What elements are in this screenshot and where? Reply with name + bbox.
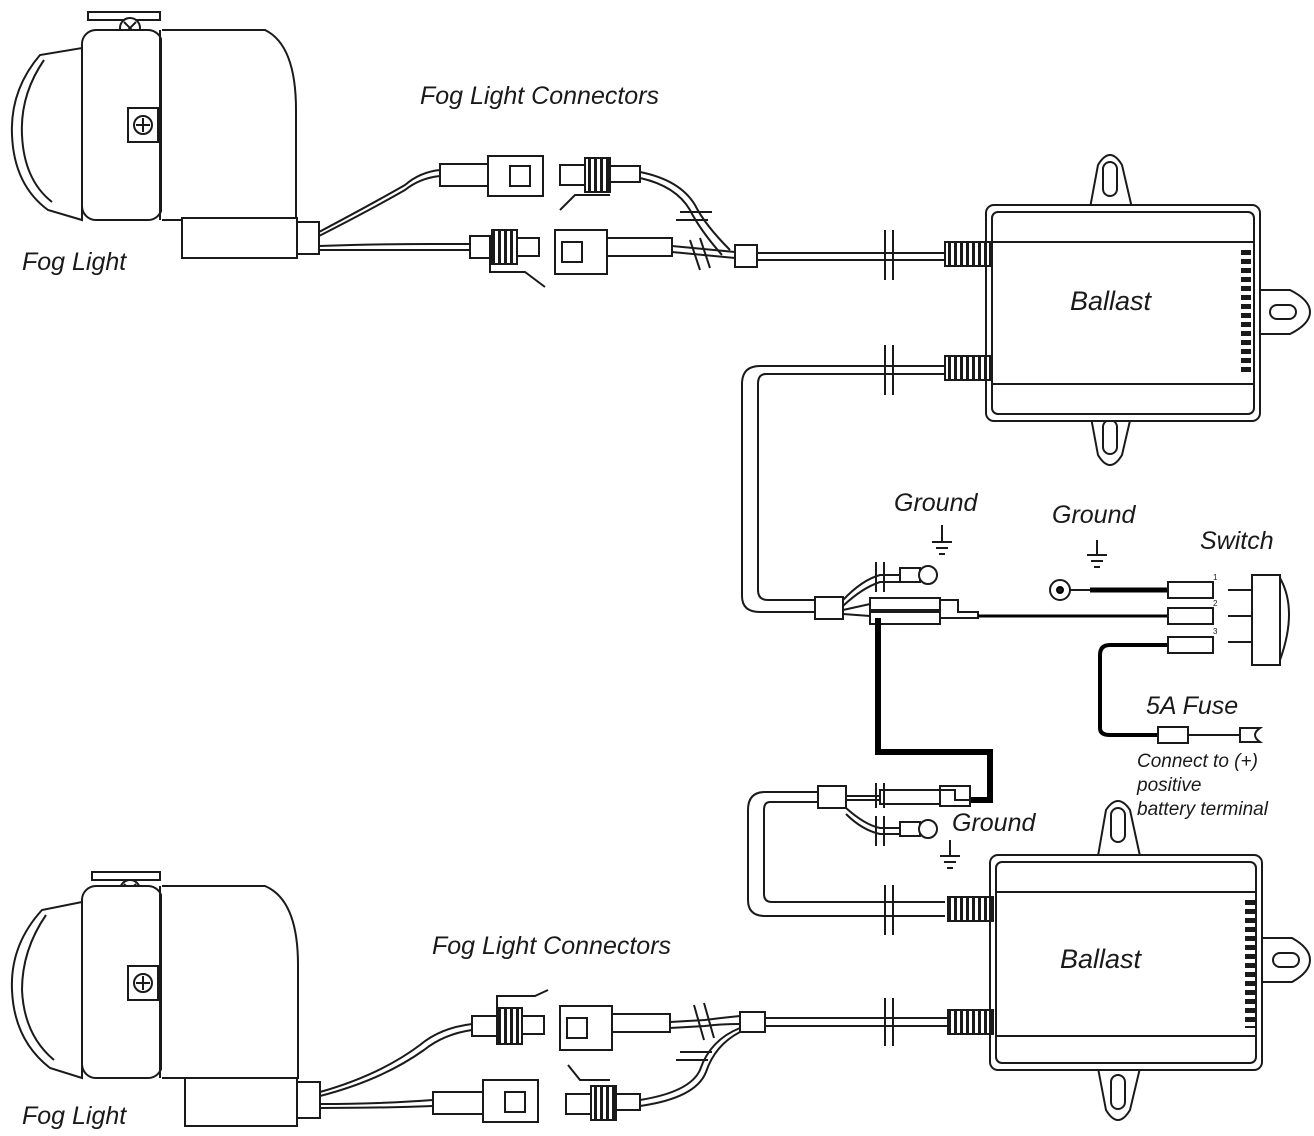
ground-label-3: Ground <box>952 809 1036 837</box>
switch-body <box>1228 574 1290 666</box>
switch-terminal-2: 2 <box>1213 599 1218 608</box>
harness-control-lower <box>747 783 971 935</box>
fog-light-bottom-label: Fog Light <box>22 1102 127 1130</box>
ballast-bottom <box>947 800 1312 1121</box>
fog-light-top <box>10 11 320 259</box>
fog-light-bottom-wires <box>319 1023 473 1109</box>
ground-symbol-2 <box>1087 540 1107 568</box>
fog-light-connectors-top-label: Fog Light Connectors <box>420 82 660 110</box>
ground-label-2: Ground <box>1052 501 1136 529</box>
battery-terminal-note: Connect to (+) positive battery terminal <box>1137 751 1268 820</box>
harness-control <box>741 345 979 625</box>
fog-light-top-wires <box>318 169 470 252</box>
switch-terminal-3: 3 <box>1213 627 1218 636</box>
fog-light-bottom <box>10 871 321 1127</box>
ballast-bottom-label: Ballast <box>1060 944 1142 974</box>
fog-light-connectors-bottom <box>432 989 671 1123</box>
ballast-top <box>944 154 1312 466</box>
harness-bottom <box>639 998 948 1107</box>
ground-label-1: Ground <box>894 489 978 517</box>
switch-label: Switch <box>1200 527 1274 555</box>
fuse-label: 5A Fuse <box>1146 692 1239 720</box>
ground-symbol-3 <box>940 840 960 869</box>
ground-symbol-1 <box>932 525 952 555</box>
harness-top <box>639 171 945 280</box>
switch-terminal-1: 1 <box>1213 573 1218 582</box>
switch-terminal-numbers: 1 2 3 <box>1213 573 1218 636</box>
fog-light-top-label: Fog Light <box>22 248 127 276</box>
switch-wiring <box>875 579 1264 803</box>
fog-light-connectors-top <box>439 155 673 288</box>
fog-light-connectors-bottom-label: Fog Light Connectors <box>432 932 672 960</box>
ballast-top-label: Ballast <box>1070 286 1152 316</box>
